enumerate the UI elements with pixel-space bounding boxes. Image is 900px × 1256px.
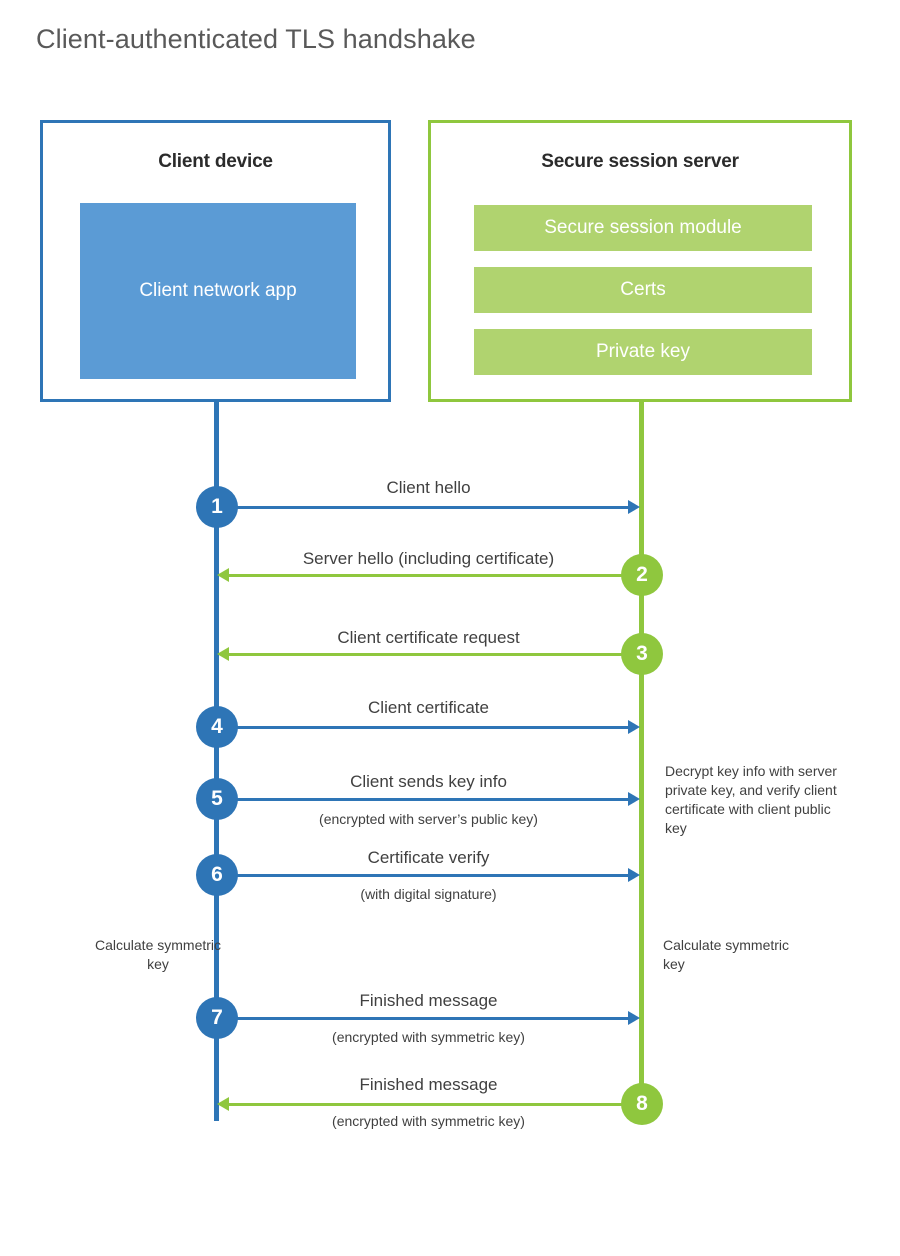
message-arrowhead-7	[628, 1011, 640, 1025]
message-arrowhead-1	[628, 500, 640, 514]
message-sublabel-5: (encrypted with server’s public key)	[319, 811, 538, 827]
message-arrow-6	[216, 874, 628, 877]
step-badge-7[interactable]: 7	[196, 997, 238, 1039]
page-title: Client-authenticated TLS handshake	[36, 24, 476, 54]
step-badge-5[interactable]: 5	[196, 778, 238, 820]
step-badge-4[interactable]: 4	[196, 706, 238, 748]
message-arrowhead-6	[628, 868, 640, 882]
secure-session-server-title: Secure session server	[541, 151, 739, 172]
message-label-7: Finished message	[359, 991, 498, 1010]
server-block-private-key: Private key	[474, 329, 812, 375]
client-network-app-block: Client network app	[80, 203, 356, 379]
server-lifeline	[639, 399, 644, 1121]
message-label-6: Certificate verify	[367, 848, 490, 867]
step-badge-8[interactable]: 8	[621, 1083, 663, 1125]
step-badge-2[interactable]: 2	[621, 554, 663, 596]
client-lifeline	[214, 399, 219, 1121]
message-arrow-2	[229, 574, 641, 577]
message-arrow-8	[229, 1103, 641, 1106]
message-arrow-1	[216, 506, 628, 509]
step-badge-3[interactable]: 3	[621, 633, 663, 675]
message-arrowhead-3	[217, 647, 229, 661]
message-arrowhead-4	[628, 720, 640, 734]
message-arrow-4	[216, 726, 628, 729]
message-label-8: Finished message	[359, 1075, 498, 1094]
message-label-4: Client certificate	[368, 698, 489, 717]
note-client-calculate-symmetric-key: Calculate symmetric key	[94, 937, 222, 972]
secure-session-server-box: Secure session server Secure session mod…	[428, 120, 852, 402]
message-sublabel-6: (with digital signature)	[360, 886, 497, 902]
message-label-5: Client sends key info	[350, 772, 507, 791]
message-label-2: Server hello (including certificate)	[302, 549, 555, 568]
message-arrowhead-5	[628, 792, 640, 806]
step-badge-1[interactable]: 1	[196, 486, 238, 528]
message-sublabel-8: (encrypted with symmetric key)	[332, 1113, 525, 1129]
message-arrow-5	[216, 798, 628, 801]
message-label-1: Client hello	[386, 478, 471, 497]
message-arrow-7	[216, 1017, 628, 1020]
message-arrow-3	[229, 653, 641, 656]
message-sublabel-7: (encrypted with symmetric key)	[332, 1029, 525, 1045]
message-arrowhead-8	[217, 1097, 229, 1111]
step-badge-6[interactable]: 6	[196, 854, 238, 896]
message-label-3: Client certificate request	[337, 628, 520, 647]
message-arrowhead-2	[217, 568, 229, 582]
note-server-calculate-symmetric-key: Calculate symmetric key	[663, 937, 790, 972]
client-device-box: Client device Client network app	[40, 120, 391, 402]
server-block-secure-session-module: Secure session module	[474, 205, 812, 251]
client-device-title: Client device	[158, 151, 273, 172]
server-block-certs: Certs	[474, 267, 812, 313]
note-server-decrypt: Decrypt key info with server private key…	[665, 763, 837, 836]
